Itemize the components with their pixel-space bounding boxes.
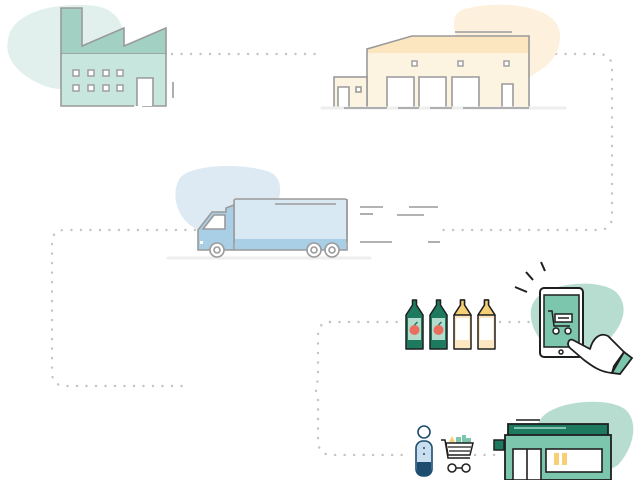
- truck-cargo-outline: [234, 199, 348, 251]
- juice-carton-plain: [453, 299, 472, 350]
- apple-stem: [413, 321, 419, 326]
- tap-motion-lines: [514, 261, 546, 293]
- path-segment-to-store: [314, 320, 502, 457]
- loading-door-3: [451, 76, 480, 108]
- store-window-item: [554, 453, 559, 465]
- cart-frame: [441, 439, 474, 459]
- apple-icon: [433, 325, 444, 335]
- factory-windows: [72, 69, 124, 92]
- grocery-item: [456, 437, 461, 443]
- warehouse-loading-doors: [386, 76, 514, 108]
- store-side-sign: [493, 439, 505, 451]
- store-window-item: [562, 453, 567, 465]
- apple-stem: [437, 321, 443, 326]
- shopper-button: [423, 447, 425, 449]
- cart-wheel: [447, 463, 457, 473]
- factory-illustration: [7, 5, 174, 107]
- warehouse-roof: [367, 36, 529, 53]
- truck-wheels: [209, 242, 340, 258]
- truck-cargo-box: [233, 198, 348, 243]
- cart-groceries: [449, 436, 455, 442]
- warehouse-windows: [411, 60, 510, 67]
- factory-door: [136, 77, 154, 106]
- hand-cuff: [610, 350, 634, 375]
- grocery-item: [466, 438, 471, 443]
- shopper-head: [417, 425, 431, 439]
- juice-carton-apple: [429, 299, 448, 350]
- truck-speed-lines: [360, 206, 440, 243]
- delivery-truck-illustration: [166, 166, 440, 260]
- warehouse-outline: [366, 35, 530, 108]
- warehouse-illustration: [320, 4, 567, 110]
- path-segment-warehouse-truck: [438, 52, 614, 232]
- juice-cartons: [405, 299, 496, 350]
- cart-wheel: [461, 463, 471, 473]
- store-entrance-door: [512, 448, 542, 480]
- warehouse-side-door: [501, 83, 514, 108]
- store-window: [545, 448, 603, 473]
- truck-windshield: [201, 214, 226, 230]
- warehouse-annex-window: [355, 86, 362, 93]
- loading-door-2: [418, 76, 447, 108]
- mobile-order-illustration: [514, 261, 634, 375]
- storefront-illustration: [493, 401, 634, 480]
- shopping-cart-icon: [548, 310, 573, 335]
- dotted-journey-path: [50, 52, 614, 457]
- truck-cargo-stripe: [235, 239, 346, 250]
- grocery-cart-icon: [441, 435, 474, 473]
- path-segment-truck-left-loop: [50, 228, 197, 388]
- carton-top: [453, 299, 472, 316]
- pointing-hand-icon: [567, 333, 625, 374]
- grocery-item: [462, 435, 466, 443]
- carton-label: [456, 318, 469, 340]
- shopper-legs: [417, 462, 431, 476]
- juice-carton-apple: [405, 299, 424, 350]
- carton-label: [480, 318, 493, 340]
- apple-icon: [409, 325, 420, 335]
- phone-home-button: [558, 349, 564, 355]
- juice-carton-plain: [477, 299, 496, 350]
- warehouse-annex-door: [337, 86, 350, 108]
- loading-door-1: [386, 76, 415, 108]
- truck-headlight: [200, 241, 203, 244]
- shopper-button: [423, 453, 425, 455]
- carton-top: [477, 299, 496, 316]
- shopper-illustration: [415, 425, 474, 477]
